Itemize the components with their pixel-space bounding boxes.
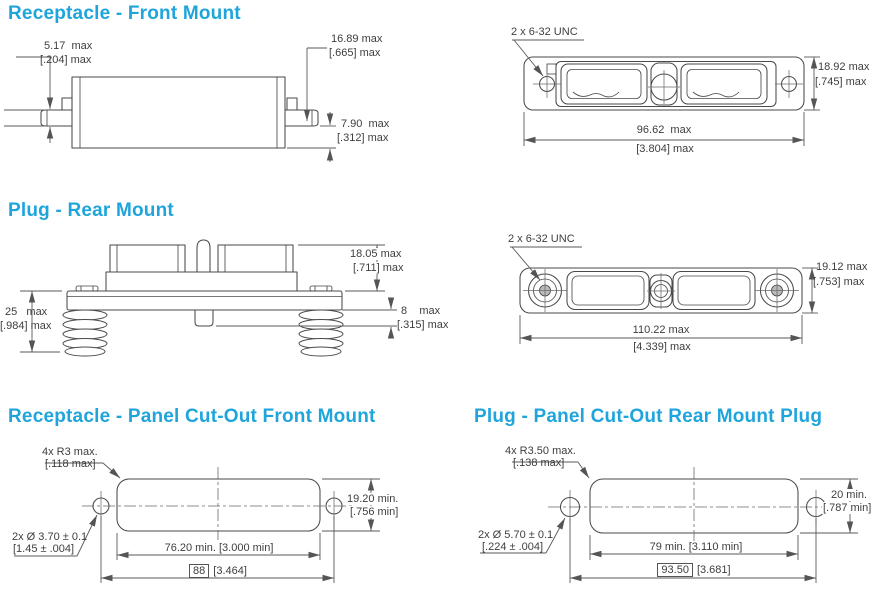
dim-receptacle-width-mm: 96.62 max bbox=[636, 124, 692, 136]
basic-dim-inch: [3.464] bbox=[213, 565, 247, 577]
dim-plug-width-in: [4.339] max bbox=[591, 341, 733, 353]
polarizing-tab bbox=[546, 63, 557, 75]
spring-right bbox=[298, 309, 344, 357]
dim-hole-spacing: 88 [3.464] bbox=[165, 564, 271, 578]
note-plug-cutout-corner-radius: 4x R3.50 max. bbox=[505, 445, 576, 457]
dim-plug-overall-height-mm: 25 max bbox=[5, 306, 48, 318]
dim-plug-rear-depth-mm: 8 max bbox=[401, 305, 441, 317]
note-plug-cutout-corner-radius-in: [.138 max] bbox=[513, 457, 565, 469]
dim-body-height-in: [.665] max bbox=[329, 47, 381, 59]
note-plug-cutout-hole-dia: 2x Ø 5.70 ± 0.1 bbox=[478, 529, 554, 541]
title-plug-rear-mount: Plug - Rear Mount bbox=[8, 200, 174, 221]
note-cutout-hole-dia: 2x Ø 3.70 ± 0.1 bbox=[12, 531, 88, 543]
dim-receptacle-height-in: [.745] max bbox=[815, 76, 867, 88]
receptacle-panel-cutout bbox=[14, 462, 380, 583]
plug-housing-right bbox=[217, 244, 294, 273]
dim-plug-width-mm: 110.22 max bbox=[632, 324, 690, 336]
note-cutout-corner-radius-in: [.118 max] bbox=[45, 458, 96, 470]
note-thread-plug: 2 x 6-32 UNC bbox=[508, 233, 575, 245]
dim-cutout-height-min: 19.20 min. bbox=[346, 493, 400, 505]
dim-plug-cutout-height-min: 20 min. bbox=[830, 489, 869, 501]
contact-cavity-left bbox=[566, 270, 650, 311]
spring-left bbox=[62, 309, 108, 357]
dim-body-height-mm: 16.89 max bbox=[331, 33, 383, 45]
basic-dim-box: 93.50 bbox=[657, 563, 693, 577]
dim-rear-depth-mm: 7.90 max bbox=[341, 118, 390, 130]
receptacle-side-view bbox=[4, 47, 336, 162]
dim-plug-body-height-mm: 18.05 max bbox=[349, 248, 403, 260]
dim-receptacle-width-in: [3.804] max bbox=[594, 143, 736, 155]
title-receptacle-panel-cutout: Receptacle - Panel Cut-Out Front Mount bbox=[8, 406, 376, 427]
flange-plate bbox=[66, 290, 343, 311]
note-plug-cutout-hole-dia-in: [.224 ± .004] bbox=[482, 541, 544, 553]
dim-plug-height-in: [.753] max bbox=[813, 276, 865, 288]
contact-cavity-left bbox=[560, 63, 648, 105]
contact-cavity-right bbox=[680, 63, 768, 105]
right-mounting-flange bbox=[285, 109, 319, 127]
guide-pin bbox=[196, 239, 211, 272]
basic-dim-inch: [3.681] bbox=[696, 564, 731, 576]
note-thread-receptacle: 2 x 6-32 UNC bbox=[511, 26, 578, 38]
bottom-boss bbox=[194, 310, 214, 327]
plug-panel-cutout bbox=[480, 461, 858, 583]
dim-plug-hole-spacing: 93.50 [3.681] bbox=[641, 563, 747, 577]
note-cutout-hole-dia-in: [1.45 ± .004] bbox=[13, 543, 75, 555]
dim-cutout-width-min: 76.20 min. [3.000 min] bbox=[158, 542, 280, 554]
dim-receptacle-height-mm: 18.92 max bbox=[818, 61, 870, 73]
cutout-opening bbox=[116, 478, 321, 532]
plug-side-view bbox=[20, 239, 397, 357]
right-flange-tab bbox=[286, 97, 298, 111]
dim-flange-thickness-mm: 5.17 max bbox=[44, 40, 93, 52]
dim-plug-cutout-height-min-in: [.787 min] bbox=[822, 502, 873, 514]
dim-plug-height-mm: 19.12 max bbox=[816, 261, 868, 273]
left-mounting-flange bbox=[40, 109, 72, 127]
title-plug-panel-cutout: Plug - Panel Cut-Out Rear Mount Plug bbox=[474, 406, 823, 427]
plug-front-view bbox=[510, 246, 818, 344]
dim-plug-cutout-width-min: 79 min. [3.110 min] bbox=[640, 541, 752, 553]
dim-plug-overall-height-in: [.984] max bbox=[0, 320, 52, 332]
left-flange-tab bbox=[61, 97, 73, 111]
dim-plug-body-height-in: [.711] max bbox=[352, 262, 405, 274]
dim-rear-depth-in: [.312] max bbox=[337, 132, 389, 144]
plug-housing-left bbox=[109, 244, 186, 273]
receptacle-front-view bbox=[512, 39, 820, 146]
dim-plug-rear-depth-in: [.315] max bbox=[397, 319, 449, 331]
dim-cutout-height-min-in: [.756 min] bbox=[349, 506, 400, 518]
contact-cavity-right bbox=[672, 270, 756, 311]
basic-dim-box: 88 bbox=[189, 564, 210, 578]
note-cutout-corner-radius: 4x R3 max. bbox=[42, 446, 98, 458]
title-receptacle-front-mount: Receptacle - Front Mount bbox=[8, 3, 241, 24]
dim-flange-thickness-in: [.204] max bbox=[40, 54, 92, 66]
